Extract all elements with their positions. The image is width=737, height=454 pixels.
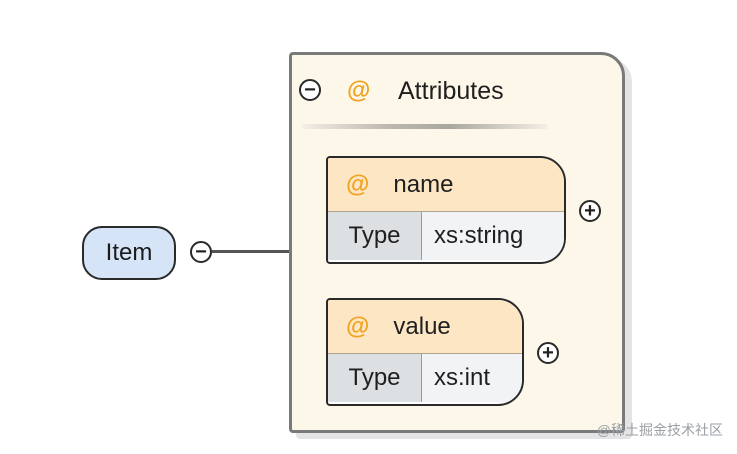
attribute-type-row: Type xs:string — [328, 212, 564, 260]
attribute-type-key: Type — [328, 212, 422, 260]
attribute-card-name[interactable]: @ name Type xs:string — [326, 156, 566, 264]
attribute-at-icon: @ — [347, 77, 371, 104]
plus-icon: + — [542, 342, 554, 364]
watermark: @稀土掘金技术社区 — [596, 422, 723, 438]
attribute-header: @ name — [328, 158, 564, 212]
attribute-name: name — [393, 170, 454, 198]
attribute-header: @ value — [328, 300, 522, 354]
minus-icon: − — [195, 241, 207, 263]
expand-toggle-value[interactable]: + — [537, 342, 559, 364]
element-label: Item — [105, 239, 153, 266]
element-node-item[interactable]: Item — [82, 226, 176, 280]
collapse-toggle-attributes[interactable]: − — [299, 79, 321, 101]
attribute-type-key: Type — [328, 354, 422, 402]
minus-icon: − — [304, 79, 316, 101]
plus-icon: + — [584, 200, 596, 222]
attribute-type-value: xs:int — [422, 354, 522, 402]
attribute-type-row: Type xs:int — [328, 354, 522, 402]
group-divider — [302, 124, 548, 129]
attributes-group-title: Attributes — [398, 77, 504, 105]
attribute-at-icon: @ — [346, 312, 370, 340]
attribute-name: value — [393, 312, 451, 340]
collapse-toggle-element[interactable]: − — [190, 241, 212, 263]
attribute-at-icon: @ — [346, 170, 370, 198]
attribute-card-value[interactable]: @ value Type xs:int — [326, 298, 524, 406]
connector-line — [212, 250, 291, 253]
attribute-type-value: xs:string — [422, 212, 564, 260]
expand-toggle-name[interactable]: + — [579, 200, 601, 222]
